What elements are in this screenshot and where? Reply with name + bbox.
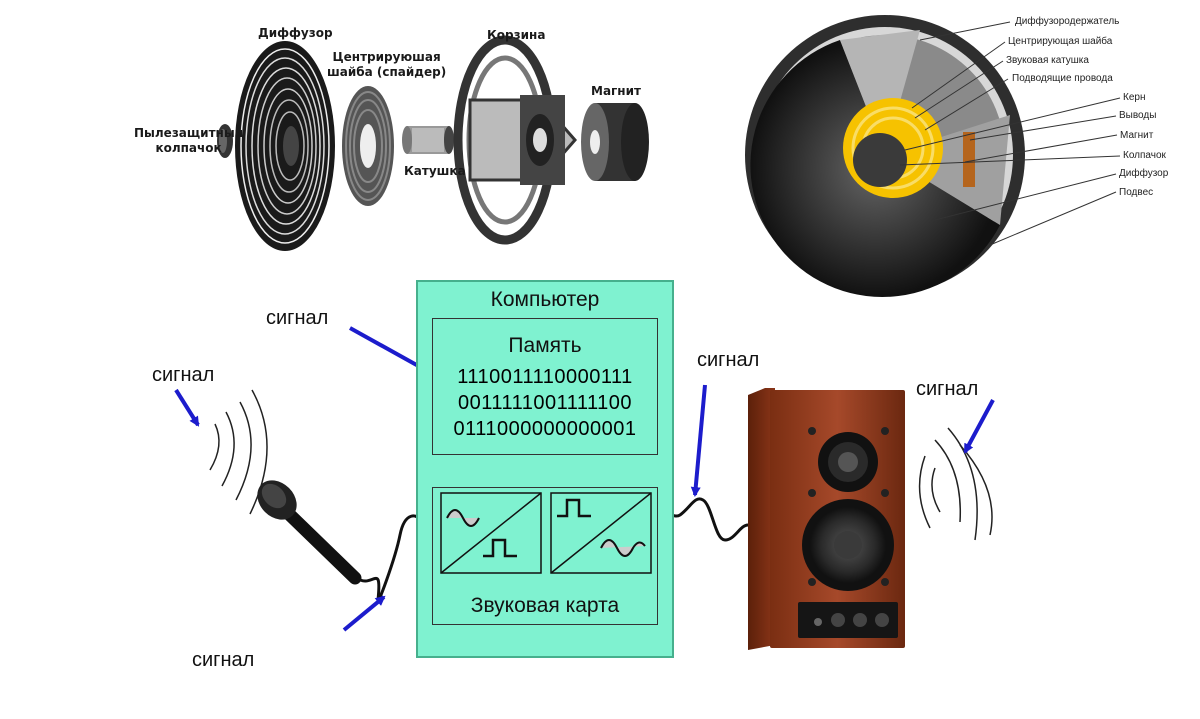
label-coil: Катушка [404,164,466,178]
cutaway-label-dust-cap: Колпачок [1123,150,1166,161]
signal-label-bottom-left: сигнал [192,649,255,671]
sound-waves-left [209,389,268,515]
cutaway-dust-cap [853,133,907,187]
adc-block [440,492,542,574]
cutaway-label-pole: Керн [1123,92,1146,103]
label-basket: Корзина [487,28,546,42]
microphone-illustration [257,480,362,585]
cutaway-label-magnet: Магнит [1120,130,1154,141]
memory-line-3: 0111000000000001 [453,418,637,440]
label-dust-cap: Пылезащитный колпачок [134,126,244,155]
label-diffuser: Диффузор [258,26,333,40]
computer-title: Компьютер [490,288,600,311]
memory-line-1: 1110011110000111 [457,366,633,388]
computer-box: Компьютер Память 1110011110000111 001111… [416,280,674,658]
cutaway-label-surround: Подвес [1119,187,1154,198]
sound-waves-right [918,427,993,541]
signal-label-right: сигнал [916,378,979,400]
cutaway-terminal [963,132,975,187]
dac-block [550,492,652,574]
memory-line-2: 0011111001111100 [457,392,633,414]
cutaway-label-cone: Диффузор [1119,168,1169,179]
signal-label-left-mid: сигнал [152,364,215,386]
cutaway-label-terminals: Выводы [1119,110,1157,121]
basket-part [453,35,577,245]
diffuser-part [235,41,335,251]
label-spider: Центрируюшая шайба (спайдер) [327,50,447,79]
signal-label-top-left: сигнал [266,307,329,329]
sound-card-box: Звуковая карта [432,487,658,625]
signal-label-to-speaker: сигнал [697,349,760,371]
arrow-signal-to-cable [342,595,386,632]
speaker-cutaway-illustration [745,15,1121,297]
cutaway-label-spider: Центрирующая шайба [1008,36,1113,47]
label-magnet: Магнит [591,84,641,98]
sound-card-title: Звуковая карта [470,594,620,617]
memory-title: Память [508,334,582,357]
cutaway-label-surround-holder: Диффузородержатель [1015,16,1120,27]
speaker-box-illustration [748,388,905,650]
cutaway-label-voice-coil: Звуковая катушка [1006,55,1089,66]
cutaway-label-lead-wires: Подводящие провода [1012,73,1113,84]
arrow-signal-to-waves [174,388,200,427]
arrow-signal-to-right-waves [963,399,995,454]
coil-part [402,126,454,154]
memory-box: Память 1110011110000111 0011111001111100… [432,318,658,455]
converters-graphic [440,492,652,574]
magnet-part [581,103,649,181]
speaker-exploded-illustration [217,35,649,251]
arrow-signal-to-speaker-cable [690,384,707,497]
spider-part [342,86,394,206]
